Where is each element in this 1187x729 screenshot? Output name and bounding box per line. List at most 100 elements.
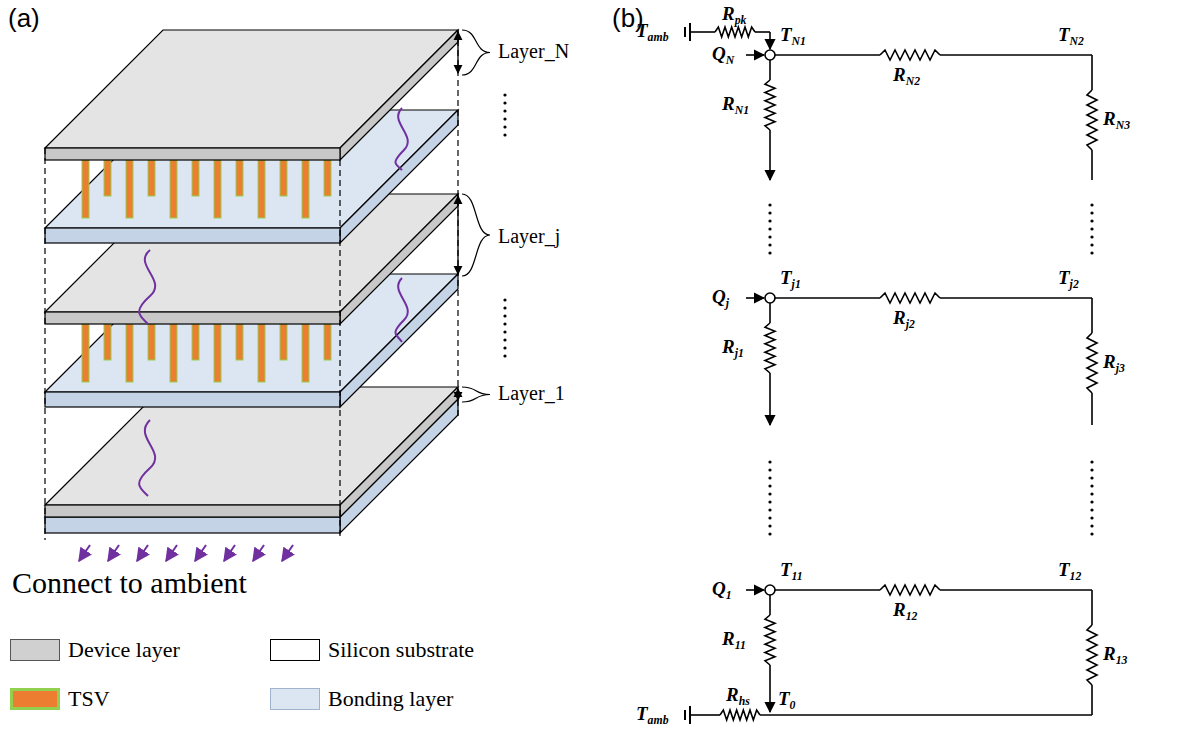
symbol-subscript: j1 — [735, 347, 744, 360]
continuation-dot — [503, 338, 506, 341]
device-layer — [45, 387, 458, 517]
tsv — [148, 160, 155, 196]
heat-arrow — [282, 545, 293, 561]
wire — [1091, 393, 1093, 425]
device-layer-side — [340, 30, 458, 160]
temperature-node — [765, 293, 775, 303]
symbol-subscript: N1 — [792, 35, 806, 48]
tsv-row — [82, 324, 331, 382]
temperature-label: T11 — [780, 559, 803, 581]
brace — [462, 387, 490, 402]
continuation-dot — [1090, 219, 1093, 222]
symbol-subscript: 13 — [1116, 654, 1128, 667]
device-layer-front — [45, 148, 340, 160]
legend-swatch — [270, 639, 320, 661]
wire — [769, 303, 771, 323]
heat-source-label: QN — [712, 43, 734, 65]
continuation-dot — [768, 219, 771, 222]
ambient-terminal — [684, 27, 686, 37]
temperature-label: Tj2 — [1058, 267, 1079, 289]
tsv — [236, 324, 243, 360]
symbol-subscript: 1 — [726, 589, 732, 602]
wire — [755, 31, 770, 33]
resistor-symbol — [880, 585, 940, 595]
continuation-dot — [1090, 508, 1093, 511]
tsv-row — [82, 160, 331, 218]
legend-item: Silicon substrate — [270, 637, 474, 663]
temperature-label: TN2 — [1058, 24, 1084, 46]
continuation-dot — [768, 211, 771, 214]
symbol-main: R — [722, 3, 735, 24]
resistor-symbol — [765, 615, 775, 665]
dashed-guide — [457, 30, 458, 420]
continuation-dot — [768, 235, 771, 238]
device-layer-front — [45, 312, 340, 324]
continuation-dot — [1090, 243, 1093, 246]
continuation-dot — [1090, 468, 1093, 471]
temperature-label: Tj1 — [780, 267, 801, 289]
wire — [746, 54, 764, 56]
temperature-label: T0 — [778, 688, 796, 710]
resistor-symbol — [720, 710, 760, 720]
legend-swatch — [10, 688, 60, 710]
layer-label: Layer_N — [498, 40, 569, 63]
resistance-label: R13 — [1103, 643, 1127, 665]
continuation-dot — [768, 516, 771, 519]
symbol-subscript: 12 — [1070, 570, 1082, 583]
continuation-dot — [768, 227, 771, 230]
layer-label: Layer_1 — [498, 382, 565, 405]
continuation-dot — [1090, 235, 1093, 238]
heat-arrow — [224, 545, 235, 561]
wire — [746, 297, 764, 299]
temperature-node — [765, 50, 775, 60]
continuation-dot — [768, 532, 771, 535]
legend-text: Device layer — [68, 637, 180, 663]
symbol-subscript: 0 — [790, 699, 796, 712]
symbol-subscript: hs — [739, 695, 750, 708]
tsv — [214, 324, 221, 382]
legend-item: Bonding layer — [270, 686, 453, 712]
symbol-main: T — [636, 20, 648, 41]
continuation-dot — [503, 306, 506, 309]
symbol-main: T — [778, 688, 790, 709]
wire — [1091, 55, 1093, 90]
symbol-subscript: amb — [648, 714, 669, 727]
tsv — [302, 160, 309, 218]
wire — [769, 32, 771, 49]
symbol-main: R — [1103, 643, 1116, 664]
dashed-guide — [44, 148, 45, 540]
device-layer-side — [340, 387, 458, 517]
continuation-dot — [1090, 484, 1093, 487]
legend-text: Silicon substrate — [328, 637, 474, 663]
symbol-subscript: j3 — [1116, 362, 1125, 375]
symbol-subscript: j — [726, 297, 729, 310]
continuation-dot — [1090, 251, 1093, 254]
resistance-label: Rhs — [726, 684, 750, 706]
tsv — [104, 324, 111, 360]
tsv — [258, 324, 265, 382]
symbol-subscript: 11 — [792, 570, 803, 583]
thickness-arrow — [457, 196, 458, 274]
continuation-dot — [503, 354, 506, 357]
continuation-dot — [1090, 500, 1093, 503]
thickness-arrow — [457, 32, 458, 73]
continuation-dot — [768, 203, 771, 206]
wire — [775, 297, 880, 299]
symbol-main: T — [780, 24, 792, 45]
resistor-symbol — [1087, 625, 1097, 685]
legend-swatch — [270, 688, 320, 710]
temperature-label: Tamb — [636, 703, 669, 725]
symbol-main: Q — [712, 286, 726, 307]
heat-arrow — [137, 545, 148, 561]
temperature-label: T12 — [1058, 559, 1081, 581]
symbol-main: R — [726, 684, 739, 705]
symbol-subscript: N1 — [735, 104, 749, 117]
wire — [769, 130, 771, 180]
heat-arrow — [166, 545, 177, 561]
continuation-dot — [768, 460, 771, 463]
ambient-terminal — [684, 710, 686, 720]
tsv — [214, 160, 221, 218]
tsv — [170, 324, 177, 382]
symbol-main: R — [722, 336, 735, 357]
wire — [690, 31, 715, 33]
